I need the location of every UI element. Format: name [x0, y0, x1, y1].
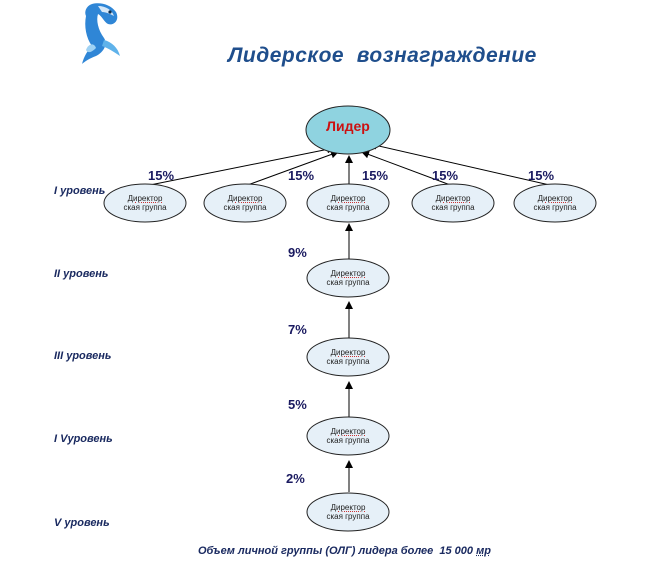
level1-node-2 [203, 183, 287, 223]
level4-node [306, 416, 390, 456]
level-label-1: I уровень [54, 185, 106, 197]
level-label-5: V уровень [54, 517, 110, 529]
percent-label: 15% [362, 168, 389, 183]
percent-label: 2% [286, 471, 305, 486]
level-label-2: II уровень [54, 268, 109, 280]
arrow-2 [244, 150, 339, 187]
level-label-3: III уровень [54, 350, 112, 362]
percent-label: 15% [148, 168, 175, 183]
level1-node-1 [103, 183, 187, 223]
level1-node-4 [411, 183, 495, 223]
percent-label: 15% [432, 168, 459, 183]
level1-node-5 [513, 183, 597, 223]
percent-label: 15% [528, 168, 555, 183]
level3-node [306, 337, 390, 377]
level2-node [306, 258, 390, 298]
dolphin-logo-icon [82, 3, 120, 64]
percent-label: 7% [288, 322, 307, 337]
level1-node-3 [306, 183, 390, 223]
level5-node [306, 492, 390, 532]
level-label-4: I Vуровень [54, 433, 113, 445]
leader-label: Лидер [326, 118, 370, 134]
footer-note: Объем личной группы (ОЛГ) лидера более 1… [198, 545, 491, 557]
leader-node [305, 105, 391, 155]
arrow-4 [361, 150, 454, 187]
percent-label: 9% [288, 245, 307, 260]
diagram-title: Лидерское вознаграждение [228, 44, 537, 67]
percent-label: 15% [288, 168, 315, 183]
arrow-1 [144, 145, 335, 187]
arrow-5 [369, 141, 555, 187]
percent-label: 5% [288, 397, 307, 412]
